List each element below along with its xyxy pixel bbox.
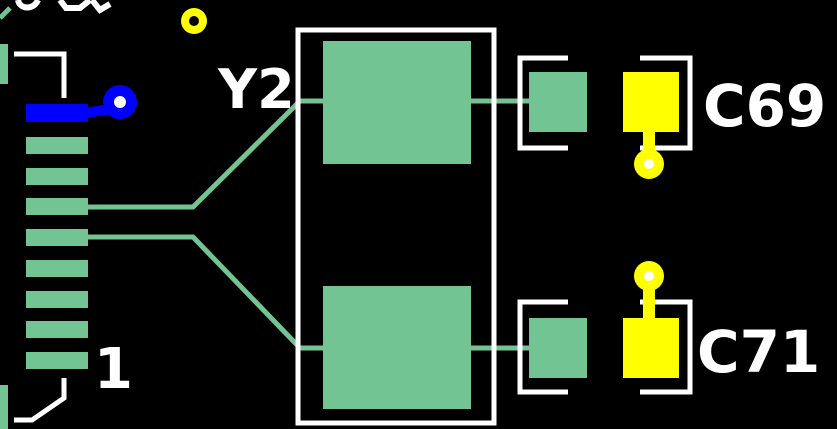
- cut-off-reference-text: [15, 0, 112, 14]
- crystal-pad-2: [323, 286, 471, 409]
- crystal-outline: [295, 27, 497, 426]
- c71-via-trace: [643, 288, 655, 320]
- ic-pin: [26, 321, 88, 338]
- c69-outline-right: [640, 55, 693, 151]
- c69-pad-left: [529, 72, 587, 132]
- trace-top-left: [0, 6, 12, 20]
- crystal-reference-label: Y2: [217, 58, 295, 121]
- c71-reference-label: C71: [697, 318, 820, 386]
- c71-via-hole: [644, 271, 654, 281]
- pin-one-marker: 1: [94, 337, 133, 402]
- ic-pin: [26, 137, 88, 154]
- trace-crystal-bottom: [88, 234, 540, 351]
- ic-pin-row: [26, 137, 88, 369]
- c71-pad-right: [623, 318, 679, 378]
- ic-pin: [26, 352, 88, 369]
- ic-outline-bottom: [14, 378, 67, 423]
- c69-outline-left: [517, 55, 568, 151]
- ic-pin: [26, 229, 88, 246]
- c69-pad-right: [623, 72, 679, 132]
- crystal-pad-1: [323, 41, 471, 164]
- c71-pad-left: [529, 318, 587, 378]
- ic-outline-top: [14, 51, 67, 98]
- ic-pin: [26, 291, 88, 308]
- blue-pad-trace: [26, 104, 88, 122]
- c71-outline-right: [640, 299, 693, 395]
- ic-pin: [26, 198, 88, 215]
- blue-via-hole: [114, 96, 126, 108]
- c69-via-hole: [644, 159, 654, 169]
- via-top-hole: [189, 16, 199, 26]
- ic-pin: [26, 168, 88, 185]
- c69-reference-label: C69: [703, 72, 826, 140]
- trace-crystal-top: [88, 98, 540, 210]
- edge-pad-top: [0, 44, 8, 84]
- ic-pin: [26, 260, 88, 277]
- c71-outline-left: [517, 299, 568, 395]
- edge-pad-bottom: [0, 385, 8, 429]
